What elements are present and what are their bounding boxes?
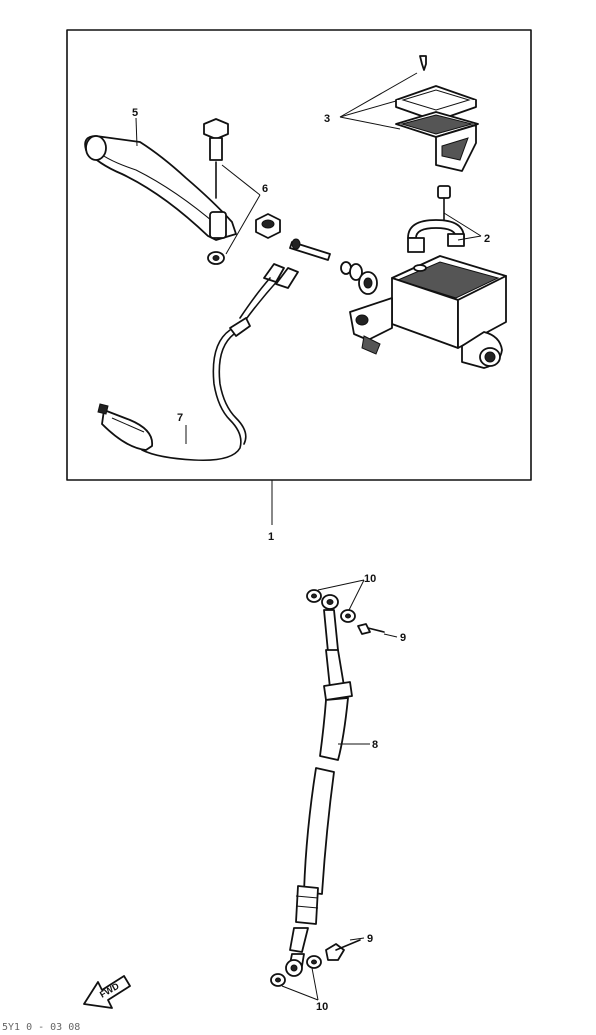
callout-1: 1 <box>268 531 274 543</box>
clamp-holder-part <box>407 185 465 253</box>
brake-lever-part <box>84 135 237 241</box>
assembly-frame <box>66 29 532 481</box>
callout-10-top: 10 <box>364 573 376 585</box>
callout-2: 2 <box>484 233 490 245</box>
brake-switch-part <box>97 263 299 462</box>
piston-kit-part <box>289 238 378 295</box>
callout-8: 8 <box>372 739 378 751</box>
callout-5: 5 <box>132 107 138 119</box>
brake-hose-part <box>295 609 353 925</box>
callout-3: 3 <box>324 113 330 125</box>
callout-9-bottom: 9 <box>367 933 373 945</box>
lever-bolt-part <box>203 118 229 265</box>
lower-hose-fitting-part <box>270 927 361 987</box>
master-cylinder-part <box>349 255 507 369</box>
upper-hose-fitting-part <box>306 589 385 635</box>
footer-code: 5Y1 0 - 03 08 <box>2 1022 80 1033</box>
callout-10-bottom: 10 <box>316 1001 328 1013</box>
callout-9-top: 9 <box>400 632 406 644</box>
reservoir-cap-part <box>395 55 479 172</box>
callout-6: 6 <box>262 183 268 195</box>
forward-direction-arrow: FWD <box>83 975 131 1009</box>
lever-collar-part <box>255 213 281 239</box>
callout-7: 7 <box>177 412 183 424</box>
